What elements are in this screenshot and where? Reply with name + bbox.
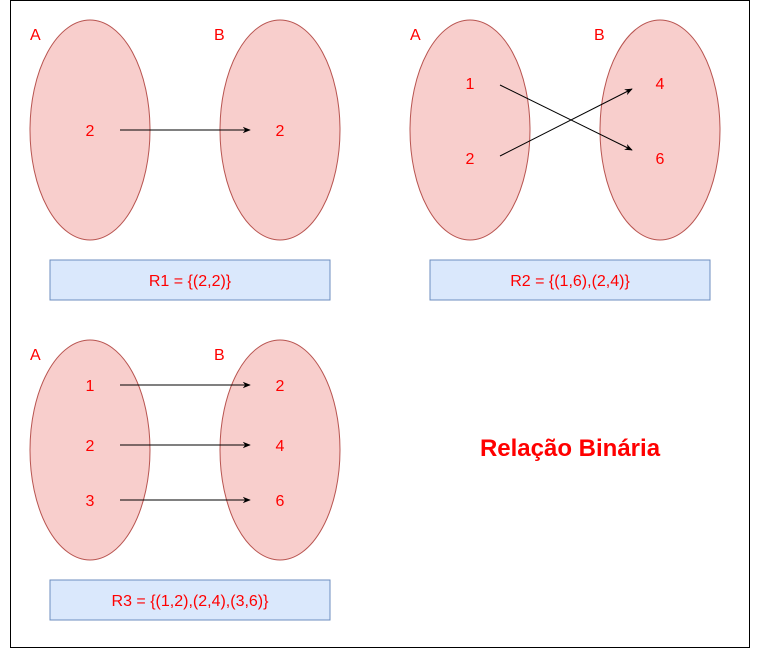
set-a-label: A xyxy=(410,27,421,44)
set-b-ellipse xyxy=(599,19,721,241)
set-b-element: 4 xyxy=(276,438,285,455)
set-b-label: B xyxy=(214,347,225,364)
set-b-element: 4 xyxy=(656,76,665,93)
set-b-element: 6 xyxy=(656,151,665,168)
diagram-title: Relação Binária xyxy=(480,435,661,462)
set-a-label: A xyxy=(30,27,41,44)
set-b-element: 2 xyxy=(276,378,285,395)
set-b-ellipse xyxy=(219,339,341,561)
relation-caption: R3 = {(1,2),(2,4),(3,6)} xyxy=(112,593,270,610)
relation-caption-box xyxy=(49,579,331,621)
relation-arrow xyxy=(499,88,633,157)
diagram-frame xyxy=(10,0,750,648)
set-a-element: 2 xyxy=(86,123,95,140)
relation-caption: R2 = {(1,6),(2,4)} xyxy=(510,273,630,290)
relation-caption: R1 = {(2,2)} xyxy=(149,273,232,290)
set-a-element: 2 xyxy=(466,151,475,168)
set-a-ellipse xyxy=(29,339,151,561)
set-b-element: 2 xyxy=(276,123,285,140)
set-a-element: 2 xyxy=(86,438,95,455)
set-a-element: 1 xyxy=(86,378,95,395)
set-a-element: 1 xyxy=(466,76,475,93)
relation-caption-box xyxy=(429,259,711,301)
set-b-label: B xyxy=(214,27,225,44)
relation-3: A B 1 2 3 2 4 6 R3 = {(1,2),(2,4),(3,6)} xyxy=(29,339,341,621)
relation-1: A B 2 2 R1 = {(2,2)} xyxy=(29,19,341,301)
set-a-ellipse xyxy=(409,19,531,241)
relation-2: A B 1 2 4 6 R2 = {(1,6),(2,4)} xyxy=(409,19,721,301)
set-b-element: 6 xyxy=(276,493,285,510)
relation-caption-box xyxy=(49,259,331,301)
relation-arrow xyxy=(499,84,633,151)
set-b-label: B xyxy=(594,27,605,44)
set-a-label: A xyxy=(30,347,41,364)
set-a-element: 3 xyxy=(86,493,95,510)
